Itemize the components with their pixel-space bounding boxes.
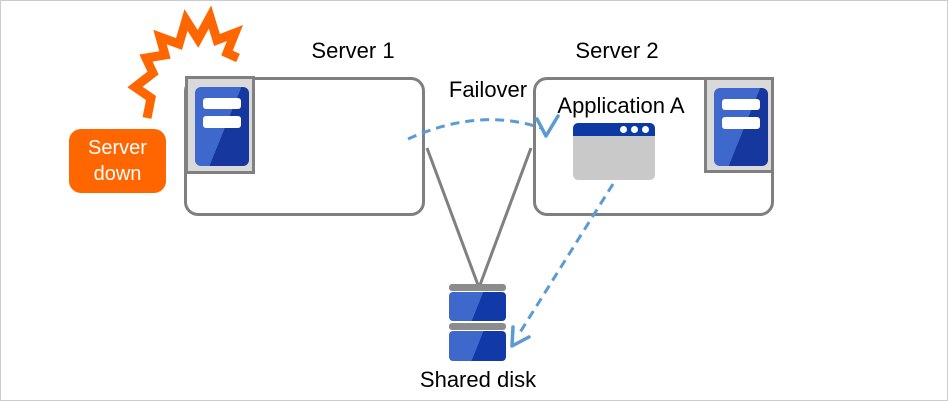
- shared-disk-icon: [449, 284, 506, 361]
- server2-label: Server 2: [575, 38, 659, 63]
- server-slot-icon: [203, 98, 241, 109]
- failover-arrow: [407, 118, 542, 141]
- disk-cap-icon: [449, 323, 506, 330]
- server2-server-icon: [704, 77, 774, 173]
- server1-disk-connector: [425, 147, 480, 286]
- app-window-titlebar: [573, 123, 655, 136]
- server-slot-icon: [722, 99, 760, 110]
- app-window-icon: [573, 123, 655, 180]
- shared-disk-label: Shared disk: [419, 367, 537, 392]
- app-to-disk-arrow: [517, 183, 615, 335]
- server1-label: Server 1: [311, 38, 395, 63]
- failover-arrowhead-icon: [535, 114, 560, 138]
- disk-unit-icon: [449, 331, 506, 361]
- failover-label: Failover: [448, 77, 528, 102]
- window-control-dots-icon: [620, 126, 649, 133]
- server-tower-icon: [714, 88, 768, 166]
- server-down-callout-line2: down: [93, 163, 142, 185]
- server-slot-icon: [203, 116, 241, 128]
- server1-server-icon: [185, 76, 255, 174]
- app-to-disk-arrowhead-icon: [510, 325, 531, 348]
- disk-cap-icon: [449, 284, 506, 291]
- server2-disk-connector: [478, 147, 533, 286]
- server-slot-icon: [722, 117, 760, 129]
- server-tower-icon: [195, 87, 249, 166]
- disk-unit-icon: [449, 292, 506, 321]
- server-down-callout-line1: Server: [88, 137, 147, 159]
- server-down-callout: Server down: [69, 129, 166, 193]
- application-label: Application A: [557, 93, 685, 118]
- explosion-icon: [127, 5, 244, 119]
